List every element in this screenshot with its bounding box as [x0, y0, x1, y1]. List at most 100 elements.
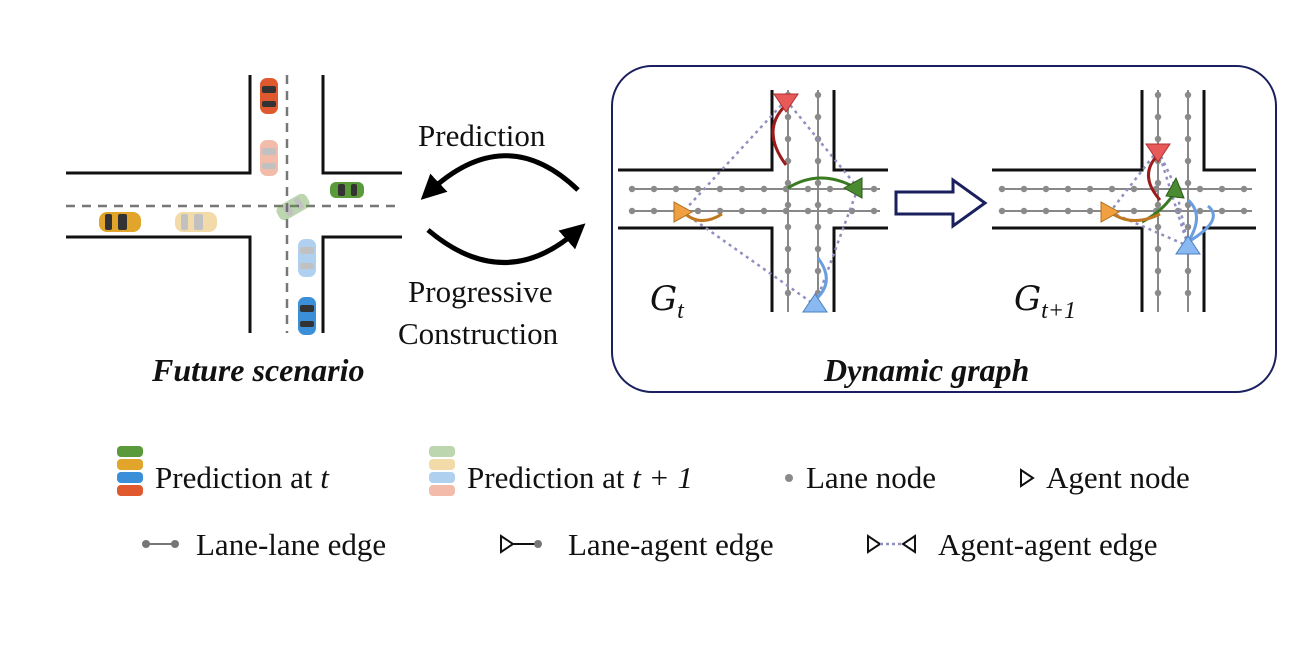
prediction-label: Prediction: [418, 118, 546, 153]
lane-node: [814, 113, 822, 121]
lane-node: [716, 207, 724, 215]
lane-node: [1154, 223, 1162, 231]
legend-pred-t1: Prediction at t + 1: [467, 460, 693, 495]
lane-node: [1064, 207, 1072, 215]
lane-node: [804, 207, 812, 215]
future-scenario-intersection: [66, 75, 402, 333]
lane-node: [1154, 135, 1162, 143]
lane-node: [784, 223, 792, 231]
lane-node: [760, 207, 768, 215]
lane-node: [870, 207, 878, 215]
graph-t-trajectories: [681, 103, 857, 302]
lane-node: [650, 207, 658, 215]
lane-node: [826, 207, 834, 215]
lane-node: [1064, 185, 1072, 193]
lane-node: [1042, 207, 1050, 215]
lane-node: [870, 185, 878, 193]
lane-node: [1184, 223, 1192, 231]
lane-node: [1240, 185, 1248, 193]
lane-node: [1218, 207, 1226, 215]
lane-node: [1184, 157, 1192, 165]
dynamic-graph-caption: Dynamic graph: [824, 352, 1030, 388]
lane-node: [814, 91, 822, 99]
lane-node: [784, 245, 792, 253]
lane-node: [760, 185, 768, 193]
lane-node: [998, 185, 1006, 193]
transition-arrow: [894, 177, 988, 229]
lane-node: [628, 207, 636, 215]
construction-arrow: [426, 223, 586, 265]
car-yellow-faded: [175, 212, 217, 232]
lane-node: [1154, 179, 1162, 187]
graph-t-lane-nodes: [628, 91, 878, 297]
lane-node: [1184, 267, 1192, 275]
legend-lane-node: Lane node: [806, 460, 936, 495]
car-icons: [99, 78, 364, 335]
legend-lane-agent-edge: Lane-agent edge: [568, 527, 774, 562]
lane-node: [784, 135, 792, 143]
lane-node: [784, 201, 792, 209]
lane-node: [716, 185, 724, 193]
legend-lane-lane-edge-icon: [142, 540, 179, 548]
legend-pred-t: Prediction at t: [155, 460, 329, 495]
legend-pred-t-icon: [117, 446, 143, 496]
lane-node: [628, 185, 636, 193]
graph-t-agent-edges: [682, 99, 860, 307]
graph-t-lane-lines: [630, 90, 880, 312]
lane-node: [784, 289, 792, 297]
lane-node: [694, 185, 702, 193]
dynamic-graph-panel: [611, 65, 1277, 393]
lane-node: [672, 185, 680, 193]
construction-label: Construction: [398, 316, 559, 351]
graph-t-agent-nodes: [673, 93, 863, 313]
lane-node: [1086, 207, 1094, 215]
lane-node: [1020, 207, 1028, 215]
lane-node: [1154, 289, 1162, 297]
lane-node: [814, 267, 822, 275]
lane-node: [998, 207, 1006, 215]
progressive-label: Progressive: [408, 274, 553, 309]
legend-agent-agent-edge: Agent-agent edge: [938, 527, 1158, 562]
legend-agent-agent-edge-icon: [867, 534, 916, 554]
lane-node: [694, 207, 702, 215]
lane-node: [784, 157, 792, 165]
graph-t1-label: Gt+1: [1014, 279, 1077, 324]
lane-node: [804, 185, 812, 193]
future-scenario-caption: Future scenario: [152, 352, 365, 388]
car-blue: [298, 297, 316, 335]
legend-pred-t1-icon: [429, 446, 455, 496]
lane-node: [1020, 185, 1028, 193]
legend-lane-node-icon: [785, 474, 793, 482]
lane-node: [1042, 185, 1050, 193]
lane-node: [814, 245, 822, 253]
lane-node: [826, 185, 834, 193]
lane-node: [784, 179, 792, 187]
lane-node: [1154, 113, 1162, 121]
lane-node: [1184, 135, 1192, 143]
lane-node: [782, 185, 790, 193]
lane-node: [738, 185, 746, 193]
lane-node: [1108, 185, 1116, 193]
lane-node: [782, 207, 790, 215]
lane-node: [814, 223, 822, 231]
car-yellow: [99, 212, 141, 232]
car-blue-faded: [298, 239, 316, 277]
car-red: [260, 78, 278, 114]
legend-lane-agent-edge-icon: [500, 534, 542, 554]
lane-node: [1218, 185, 1226, 193]
lane-node: [1184, 113, 1192, 121]
lane-node: [784, 113, 792, 121]
lane-node: [1184, 91, 1192, 99]
lane-node: [1240, 207, 1248, 215]
lane-node: [814, 201, 822, 209]
lane-node: [1184, 289, 1192, 297]
lane-node: [814, 157, 822, 165]
lane-node: [1130, 207, 1138, 215]
lane-node: [1130, 185, 1138, 193]
lane-node: [1154, 201, 1162, 209]
lane-node: [1086, 185, 1094, 193]
lane-node: [1196, 185, 1204, 193]
graph-t1-roads: [992, 90, 1256, 312]
graph-t-label: Gt: [650, 279, 684, 324]
legend-lane-lane-edge: Lane-lane edge: [196, 527, 387, 562]
